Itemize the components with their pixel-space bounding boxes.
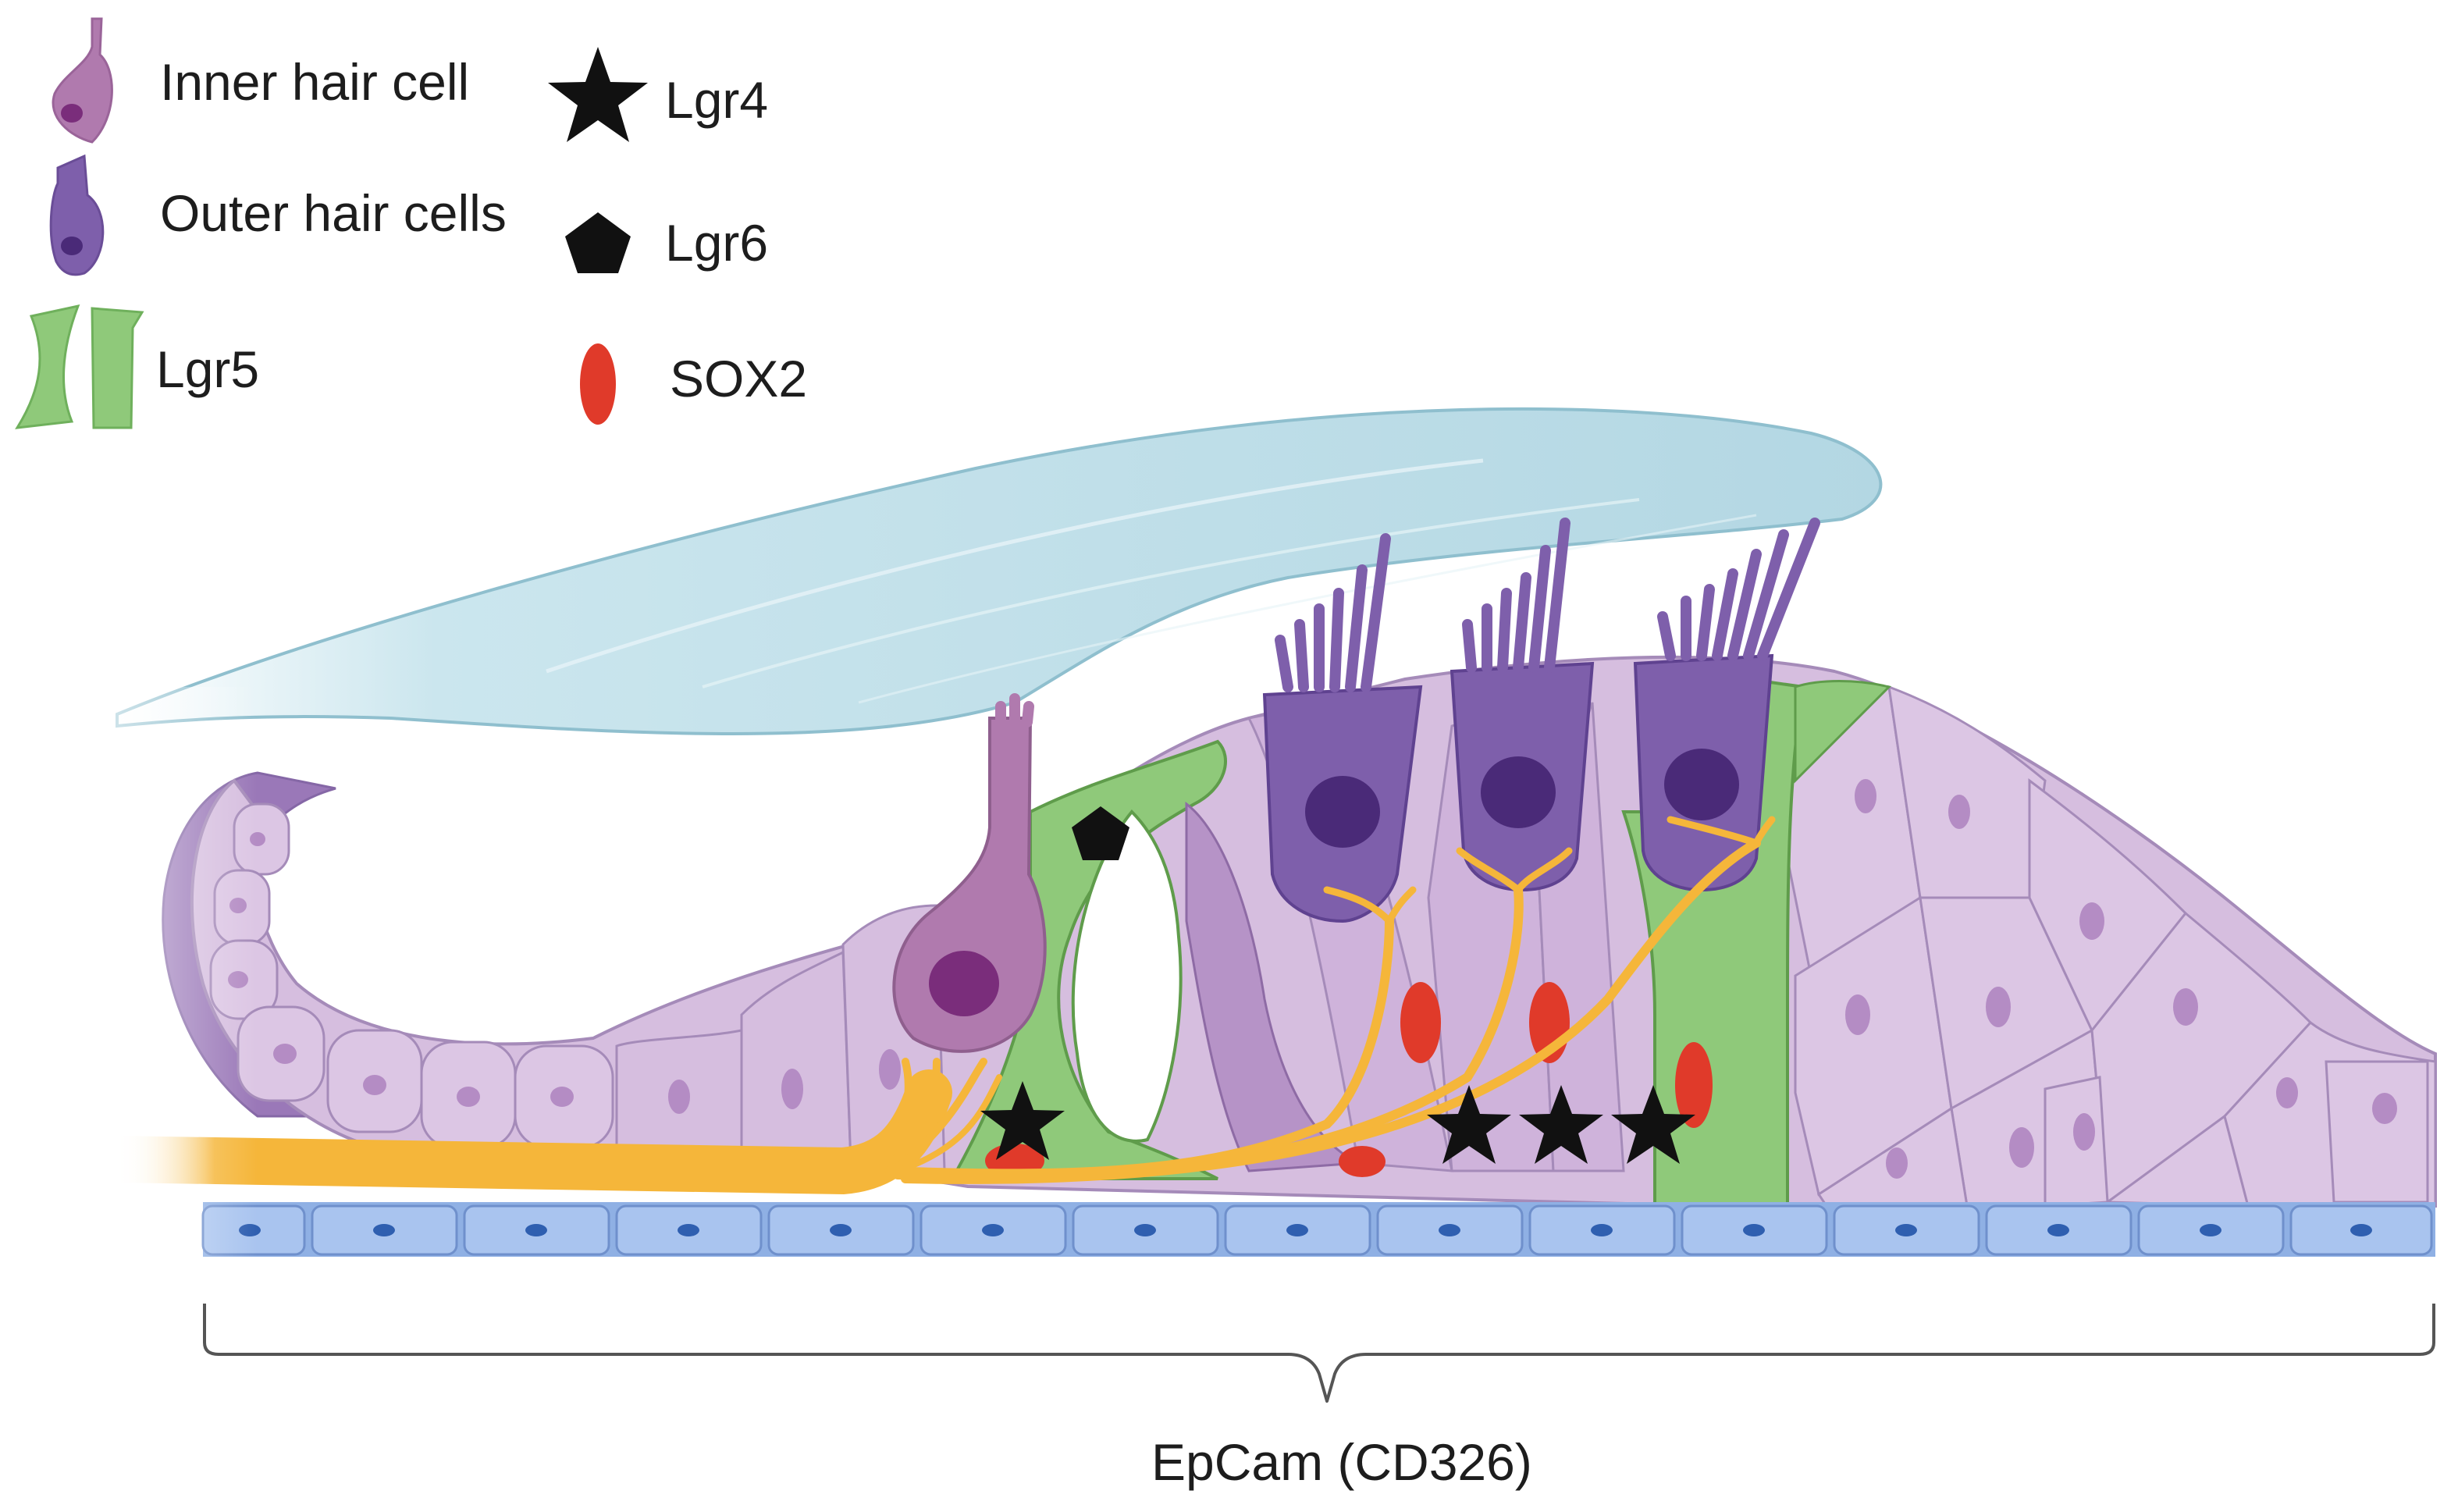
pentagon-icon — [565, 212, 631, 273]
star-icon — [548, 47, 648, 142]
legend-label-sox2: SOX2 — [670, 350, 808, 407]
outer-hair-cell-3 — [1633, 518, 1820, 892]
legend-label-inner-hair-cell: Inner hair cell — [160, 53, 470, 111]
lgr5-inner-pillar-cell — [949, 739, 1227, 1180]
outer-hair-cell-2 — [1450, 518, 1595, 892]
outer-supporting-cells — [1786, 685, 2437, 1208]
lgr6-marker — [1072, 806, 1129, 860]
lgr4-markers — [980, 1081, 1695, 1164]
inner-hair-cell — [892, 693, 1047, 1053]
outer-pillar-cell — [1185, 801, 1363, 1172]
inner-hair-cell-icon — [52, 17, 113, 144]
legend-label-lgr4: Lgr4 — [665, 71, 769, 129]
outer-hair-cell-icon — [49, 154, 105, 276]
legend-label-outer-hair-cells: Outer hair cells — [160, 184, 507, 242]
tectorial-membrane — [116, 407, 1883, 735]
basilar-cell-row — [201, 1202, 2435, 1257]
outer-hair-cell-1 — [1262, 533, 1423, 923]
epcam-bracket — [203, 1304, 2435, 1403]
nerve-fibers — [94, 816, 1776, 1195]
lgr5-supporting-cell-icon — [15, 304, 144, 429]
epcam-label: EpCam (CD326) — [1151, 1433, 1532, 1491]
red-oval-icon — [580, 343, 616, 425]
legend-label-lgr6: Lgr6 — [665, 214, 769, 272]
tunnel-of-corti — [1071, 809, 1183, 1143]
legend-label-lgr5: Lgr5 — [156, 340, 260, 398]
